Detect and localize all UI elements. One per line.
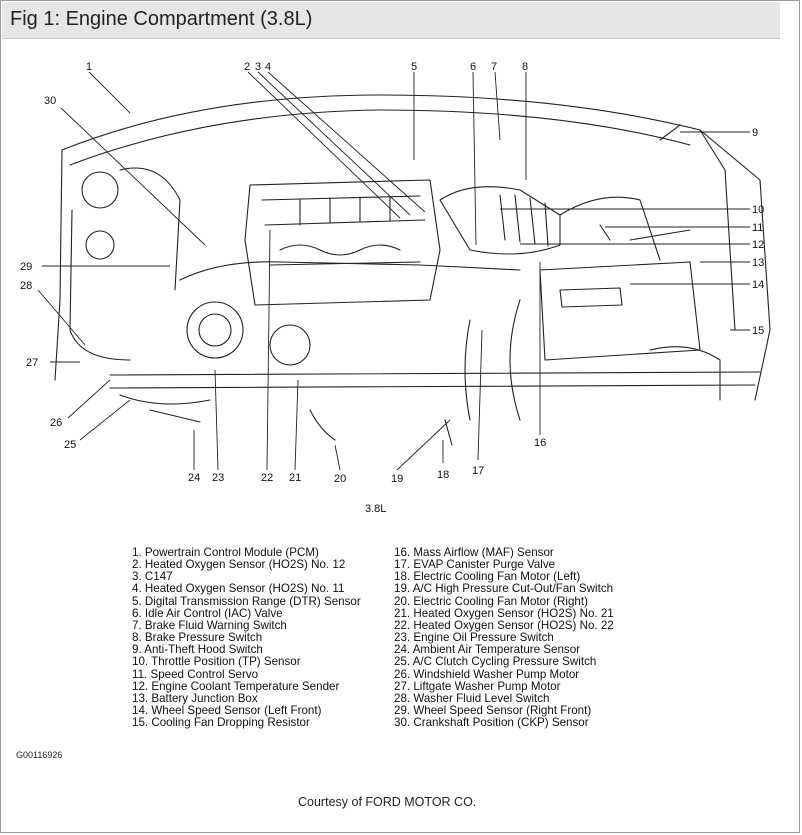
callout-17: 17 [472, 465, 484, 477]
legend-item: 15. Cooling Fan Dropping Resistor [132, 716, 310, 730]
legend-item: 18. Electric Cooling Fan Motor (Left) [394, 570, 581, 584]
legend-item: 17. EVAP Canister Purge Valve [394, 558, 556, 572]
legend-item: 29. Wheel Speed Sensor (Right Front) [394, 704, 592, 718]
callout-21: 21 [289, 472, 301, 484]
callout-11: 11 [752, 222, 763, 234]
callout-27: 27 [26, 357, 38, 369]
legend-item: 21. Heated Oxygen Sensor (HO2S) No. 21 [394, 606, 614, 620]
callout-4: 4 [265, 61, 271, 73]
legend-item: 6. Idle Air Control (IAC) Valve [132, 606, 283, 620]
callout-8: 8 [522, 61, 528, 73]
callout-14: 14 [752, 279, 764, 291]
legend-item: 24. Ambient Air Temperature Sensor [394, 643, 581, 657]
callout-1: 1 [86, 61, 92, 73]
leader-lines [37, 71, 750, 471]
callout-2: 2 [244, 61, 250, 73]
callout-28: 28 [20, 280, 32, 292]
legend-item: 19. A/C High Pressure Cut-Out/Fan Switch [394, 582, 614, 596]
callout-30: 30 [44, 95, 56, 107]
callout-25: 25 [64, 439, 76, 451]
credit-line: Courtesy of FORD MOTOR CO. [298, 795, 477, 809]
figure-title: Fig 1: Engine Compartment (3.8L) [10, 8, 313, 30]
callout-12: 12 [752, 239, 764, 251]
legend-item: 25. A/C Clutch Cycling Pressure Switch [394, 655, 597, 669]
callout-7: 7 [491, 61, 497, 73]
legend-item: 14. Wheel Speed Sensor (Left Front) [132, 704, 322, 718]
callout-numbers: 1 2 3 4 5 6 7 8 9 10 11 12 13 14 15 16 1… [20, 61, 764, 485]
callout-3: 3 [255, 61, 261, 73]
callout-20: 20 [334, 473, 346, 485]
legend-item: 30. Crankshaft Position (CKP) Sensor [394, 716, 589, 730]
callout-26: 26 [50, 417, 62, 429]
engine-line-art [54, 94, 771, 446]
callout-13: 13 [752, 257, 764, 269]
legend-item: 23. Engine Oil Pressure Switch [394, 631, 554, 645]
callout-29: 29 [20, 261, 32, 273]
legend-item: 2. Heated Oxygen Sensor (HO2S) No. 12 [132, 558, 346, 572]
legend-item: 3. C147 [132, 570, 173, 584]
callout-10: 10 [752, 204, 764, 216]
legend-item: 16. Mass Airflow (MAF) Sensor [394, 546, 554, 559]
callout-22: 22 [261, 472, 273, 484]
legend-item: 27. Liftgate Washer Pump Motor [394, 679, 561, 693]
legend-item: 10. Throttle Position (TP) Sensor [132, 655, 301, 669]
legend-item: 11. Speed Control Servo [132, 667, 259, 681]
legend-item: 12. Engine Coolant Temperature Sender [132, 679, 340, 693]
figure-header: Fig 1: Engine Compartment (3.8L) [2, 2, 780, 39]
callout-5: 5 [411, 61, 417, 73]
legend-item: 5. Digital Transmission Range (DTR) Sens… [132, 594, 361, 608]
callout-24: 24 [188, 472, 200, 484]
callout-23: 23 [212, 472, 224, 484]
legend-column-right: 16. Mass Airflow (MAF) Sensor 17. EVAP C… [394, 546, 664, 730]
legend-item: 7. Brake Fluid Warning Switch [132, 618, 287, 632]
callout-16: 16 [534, 437, 546, 449]
legend-item: 22. Heated Oxygen Sensor (HO2S) No. 22 [394, 618, 614, 632]
legend-item: 8. Brake Pressure Switch [132, 631, 263, 645]
callout-15: 15 [752, 325, 764, 337]
legend-item: 13. Battery Junction Box [132, 691, 258, 705]
engine-size-label: 3.8L [365, 503, 386, 515]
callout-19: 19 [391, 473, 403, 485]
legend-column-left: 1. Powertrain Control Module (PCM) 2. He… [132, 546, 402, 730]
callout-6: 6 [470, 61, 476, 73]
legend-item: 20. Electric Cooling Fan Motor (Right) [394, 594, 588, 608]
legend-item: 1. Powertrain Control Module (PCM) [132, 546, 319, 559]
legend-item: 28. Washer Fluid Level Switch [394, 691, 550, 705]
callout-9: 9 [752, 127, 758, 139]
legend-item: 9. Anti-Theft Hood Switch [132, 643, 263, 657]
legend-item: 4. Heated Oxygen Sensor (HO2S) No. 11 [132, 582, 345, 596]
callout-18: 18 [437, 469, 449, 481]
figure-code: G00116926 [16, 750, 63, 760]
legend-item: 26. Windshield Washer Pump Motor [394, 667, 580, 681]
